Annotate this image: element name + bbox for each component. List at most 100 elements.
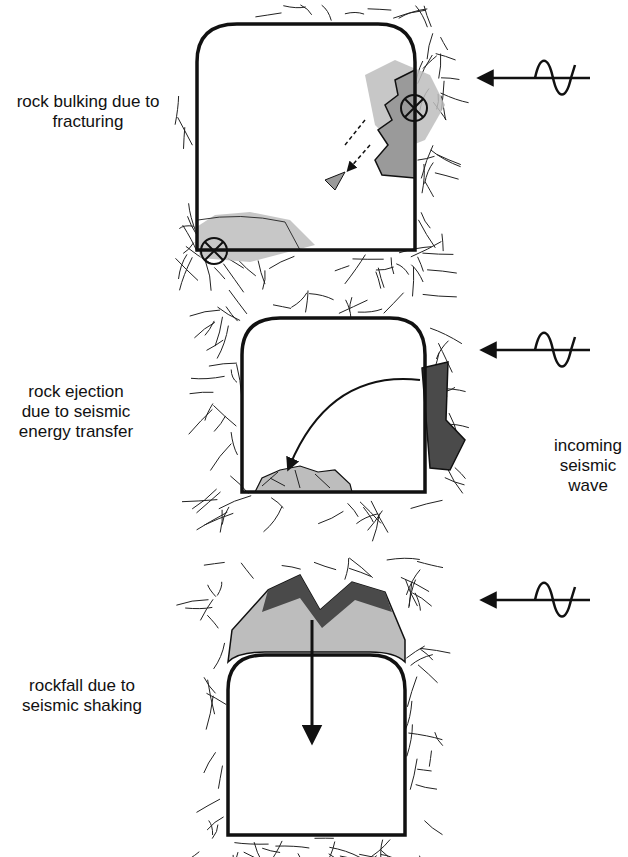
fracture-line — [381, 855, 398, 857]
fracture-line — [215, 317, 222, 346]
fracture-line — [275, 846, 309, 848]
fracture-line — [363, 507, 373, 522]
fracture-line — [306, 291, 309, 313]
fracture-line — [322, 5, 332, 20]
fracture-line — [349, 297, 351, 311]
fracture-line — [229, 290, 247, 314]
fracture-line — [411, 500, 443, 508]
fracture-line — [209, 363, 237, 366]
fracture-line — [234, 843, 268, 845]
fracture-line — [318, 511, 343, 523]
fracture-line — [435, 173, 459, 179]
fracture-line — [214, 416, 225, 432]
fracture-line — [368, 9, 392, 10]
fracture-line — [218, 307, 241, 321]
fracture-line — [298, 853, 314, 857]
fracture-line — [435, 732, 443, 746]
fracture-line — [200, 599, 213, 620]
fracture-line — [239, 261, 255, 276]
fracture-line — [410, 759, 417, 790]
fracture-line — [416, 785, 437, 790]
fracture-line — [421, 648, 451, 653]
fracture-line — [219, 496, 251, 509]
fracture-line — [439, 54, 441, 79]
fracture-line — [283, 6, 305, 8]
fracture-line — [254, 842, 262, 857]
fracture-line — [406, 570, 420, 595]
fracture-line — [309, 294, 334, 300]
fracture-line — [417, 769, 431, 771]
fracture-line — [182, 500, 217, 502]
fracture-line — [282, 566, 301, 570]
fracture-line — [207, 615, 218, 628]
fracture-line — [447, 468, 463, 493]
fracture-line — [180, 257, 193, 290]
fracture-line — [424, 821, 442, 835]
fracture-line — [345, 558, 349, 579]
fracture-line — [418, 220, 435, 248]
mechanism-label: rock ejection due to seismic energy tran… — [12, 382, 140, 442]
fracture-line — [209, 821, 213, 836]
fracture-line — [442, 234, 443, 251]
fracture-line — [436, 341, 448, 359]
fracture-line — [418, 665, 438, 683]
fracture-lines — [175, 5, 469, 857]
fracture-line — [358, 309, 382, 312]
fracture-line — [204, 562, 225, 565]
fracture-line — [214, 643, 225, 669]
fracture-line — [376, 272, 381, 289]
fracture-line — [213, 405, 236, 426]
fracture-line — [349, 558, 373, 578]
fracture-line — [220, 510, 222, 533]
fracture-line — [441, 93, 469, 103]
fracture-line — [368, 511, 383, 531]
fracture-line — [228, 852, 238, 857]
fracture-line — [360, 502, 381, 524]
fracture-line — [418, 156, 435, 160]
fracture-line — [190, 392, 214, 394]
fracture-line — [300, 5, 311, 15]
fracture-line — [323, 842, 335, 857]
fracture-line — [329, 847, 360, 857]
fracture-line — [185, 607, 212, 608]
fracture-line — [422, 253, 453, 254]
fracture-line — [441, 37, 448, 50]
fracture-line — [345, 12, 364, 14]
fracture-line — [175, 96, 179, 125]
mechanism-label: rock bulking due to fracturing — [13, 92, 163, 132]
fracture-line — [218, 766, 222, 789]
fracture-line — [345, 255, 366, 284]
fracture-line — [223, 264, 243, 293]
fracture-line — [314, 562, 336, 569]
fracture-line — [258, 261, 265, 285]
fracture-line — [425, 182, 434, 197]
fracture-line — [244, 852, 271, 857]
fracture-line — [262, 848, 280, 852]
fracture-line — [441, 78, 459, 80]
fracture-line — [266, 841, 282, 857]
fracture-line — [420, 856, 429, 857]
fracture-line — [183, 852, 200, 857]
fracture-line — [423, 56, 437, 69]
fracture-line — [376, 267, 394, 270]
fracture-line — [207, 340, 224, 350]
fracture-line — [427, 33, 433, 59]
fracture-line — [208, 585, 216, 597]
fracture-line — [179, 254, 188, 279]
fracture-line — [255, 13, 281, 17]
fracture-line — [371, 501, 388, 533]
fracture-line — [230, 855, 234, 857]
fracture-line — [264, 507, 283, 532]
fracture-line — [387, 558, 420, 560]
fracture-line — [291, 293, 307, 308]
fracture-line — [430, 328, 462, 344]
fracture-line — [329, 854, 352, 857]
fracture-line — [364, 840, 390, 857]
fracture-line — [407, 724, 413, 756]
fracture-line — [437, 155, 461, 165]
fracture-line — [412, 593, 432, 606]
fracture-line — [190, 310, 220, 316]
fracture-line — [210, 444, 231, 471]
fracture-line — [241, 563, 253, 579]
fracture-line — [191, 376, 225, 378]
